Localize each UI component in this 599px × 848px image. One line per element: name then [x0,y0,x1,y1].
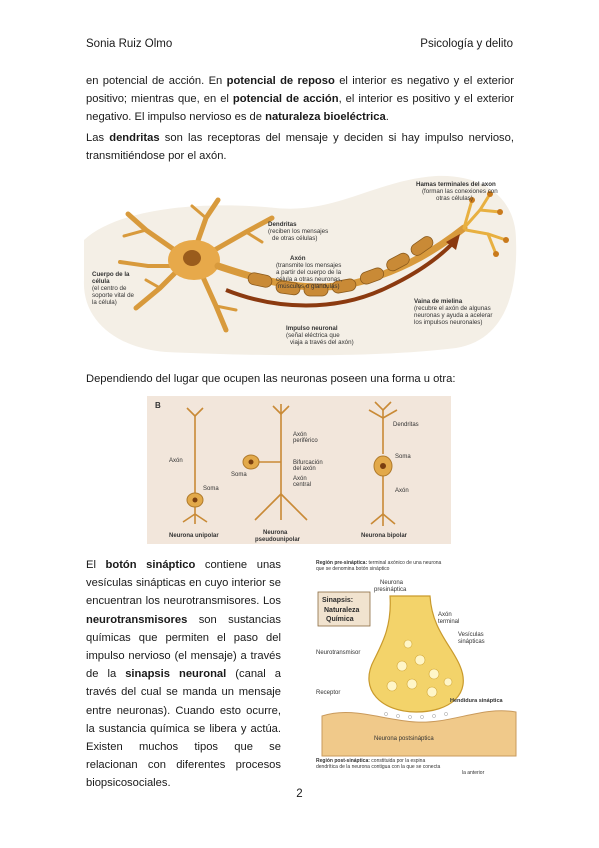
neurotransmitter-molecules [384,712,448,719]
label-cell-body-title1: Cuerpo de la [92,271,130,278]
synapse-chemical-box [317,591,371,627]
neuron-types-figure: B [147,396,451,544]
label-myelin-title: Vaina de mielina [414,298,463,305]
header-subject: Psicología y delito [420,38,513,50]
paragraph-potential: en potencial de acción. En potencial de … [86,75,515,123]
unipolar-caption: Neurona unipolar [169,533,219,539]
synapse-subtitle1: Naturaleza [324,607,360,614]
postsynaptic-region-text3: la anterior [462,770,485,776]
bipolar-dendrites-label: Dendritas [393,422,419,428]
bold-term: potencial de reposo [226,75,335,87]
postsynaptic-region-text2: dendrítica de la neurona contigua con la… [316,764,440,770]
synapse-illustration: Región pre-sináptica: terminal axónico d… [316,560,517,776]
label-dendrites-desc1: (reciben los mensajes [268,228,328,235]
postsynaptic-neuron-shape [321,710,517,757]
axon-terminal-label1: Axón [438,612,452,618]
nucleus-shape [183,250,201,266]
label-axon-desc1: (transmite los mensajes [276,262,341,269]
label-dendrites-desc2: de otras células) [272,235,317,242]
pseudo-caption1: Neurona [263,530,288,536]
label-axon-desc4: músculos o glándulas) [278,283,340,290]
label-dendrites-title: Dendritas [268,221,297,228]
label-axon-terminals-title: Hamas terminales del axon [416,181,496,188]
bold-term: potencial de acción [232,93,339,105]
presynaptic-region-text2: que se denomina botón sináptico [316,566,390,572]
pseudo-soma-label: Soma [231,472,247,478]
label-myelin-desc3: los impulsos neuronales) [414,319,482,326]
label-axon-title: Axón [290,255,306,262]
bold-term: sinapsis neuronal [125,668,227,681]
label-cell-body-desc2: soporte vital de [92,292,135,299]
bold-term: botón sináptico [105,559,196,571]
label-myelin-desc1: (recubre el axón de algunas [414,305,491,312]
page-number: 2 [296,788,303,800]
pseudo-axon-peripheral-label2: periférico [293,438,318,444]
presynaptic-neuron-label2: presináptica [374,587,407,593]
axon-terminal-label2: terminal [438,619,459,625]
pseudo-bifurcation-label2: del axón [293,466,316,472]
label-cell-body-title2: célula [92,278,110,285]
bipolar-caption: Neurona bipolar [361,533,408,539]
pseudounipolar-neuron [254,404,308,521]
bold-term: dendritas [109,132,160,144]
paragraph-dendrites: Las dendritas son las receptoras del men… [86,132,514,162]
label-impulse-desc2: viaja a través del axón) [290,339,354,346]
label-axon-desc3: célula a otras neuronas, [276,276,342,283]
axon-terminals [462,192,508,256]
unipolar-soma-label: Soma [203,486,219,492]
header-author: Sonia Ruiz Olmo [86,38,173,50]
label-cell-body-desc3: la célula) [92,299,117,306]
presynaptic-neuron-label1: Neurona [380,580,404,586]
figure-letter: B [155,401,161,410]
impulse-arrow [225,242,454,308]
pseudo-axon-central-label1: Axón [293,476,307,482]
synapse-subtitle2: Química [326,616,354,623]
paragraph-synaptic-button: El botón sináptico contiene unas vesícul… [86,559,281,790]
presynaptic-region-text1: Región pre-sináptica: terminal axónico d… [316,560,442,566]
bipolar-axon-label: Axón [395,488,409,494]
bold-term: neurotransmisores [86,613,188,626]
receptor-label: Receptor [316,690,340,696]
synaptic-vesicles [386,639,453,698]
postsynaptic-neuron-label: Neurona postsináptica [374,736,434,742]
myelin-sheath-segments [247,236,434,297]
vesicles-label1: Vesículas [458,632,484,638]
neuron-types-illustration: B [155,401,419,543]
postsynaptic-region-text1: Región post-sináptica: constituida por l… [316,758,425,764]
neurotransmitter-label: Neurotransmisor [316,650,360,656]
label-impulse-title: Impulso neuronal [286,325,338,332]
label-cell-body-desc1: (el centro de [92,285,127,292]
synaptic-cleft-label: Hendidura sináptica [450,698,504,704]
vesicles-label2: sinápticas [458,639,485,645]
label-impulse-desc1: (señal eléctrica que [286,332,340,339]
pseudo-axon-peripheral-label1: Axón [293,432,307,438]
bold-term: naturaleza bioeléctrica [265,111,386,123]
synapse-figure: Región pre-sináptica: terminal axónico d… [312,556,520,776]
pseudo-bifurcation-label1: Bifurcación [293,460,323,466]
label-axon-desc2: a partir del cuerpo de la [276,269,342,276]
label-axon-terminals-desc1: (forman las conexiones con [422,188,498,195]
bipolar-soma-label: Soma [395,454,411,460]
label-myelin-desc2: neuronas y ayuda a acelerar [414,312,492,319]
synapse-title: Sinapsis: [322,597,353,604]
paragraph-neuron-forms: Dependiendo del lugar que ocupen las neu… [86,373,456,385]
pseudo-axon-central-label2: central [293,482,311,488]
label-axon-terminals-desc2: otras células) [436,195,473,202]
neuron-illustration: Hamas terminales del axon (forman las co… [83,175,517,356]
unipolar-axon-label: Axón [169,458,183,464]
pseudo-caption2: pseudounipolar [255,537,301,543]
bipolar-neuron [368,401,398,526]
neuron-anatomy-figure: Hamas terminales del axon (forman las co… [76,170,522,362]
